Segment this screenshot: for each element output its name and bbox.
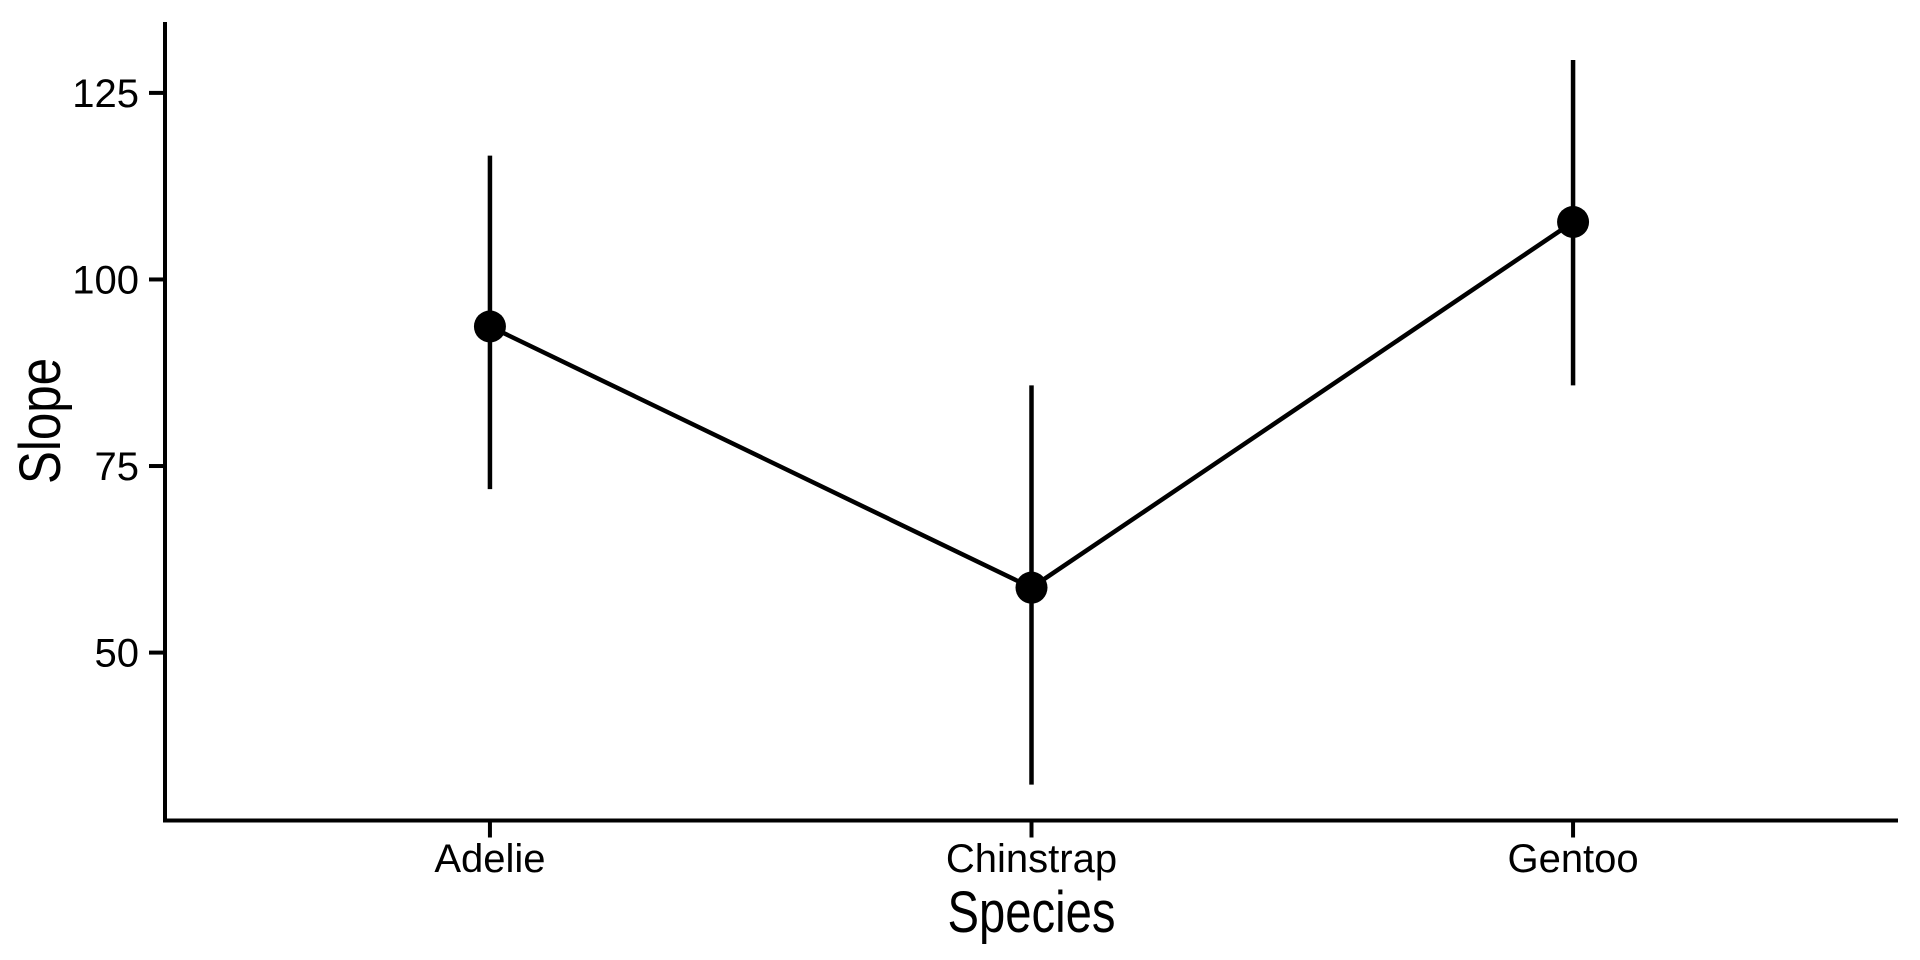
y-axis-title: Slope bbox=[8, 358, 73, 484]
y-tick-label: 50 bbox=[95, 632, 140, 676]
point-marker bbox=[1557, 205, 1590, 238]
point-marker bbox=[473, 310, 506, 343]
y-tick-label: 125 bbox=[72, 72, 139, 116]
x-tick-label: Chinstrap bbox=[946, 837, 1117, 881]
y-tick-label: 100 bbox=[72, 258, 139, 302]
point-marker bbox=[1015, 571, 1048, 604]
x-tick-label: Adelie bbox=[434, 837, 545, 881]
y-tick-label: 75 bbox=[95, 445, 140, 489]
x-axis-title: Species bbox=[948, 880, 1116, 945]
x-tick-label: Gentoo bbox=[1507, 837, 1638, 881]
